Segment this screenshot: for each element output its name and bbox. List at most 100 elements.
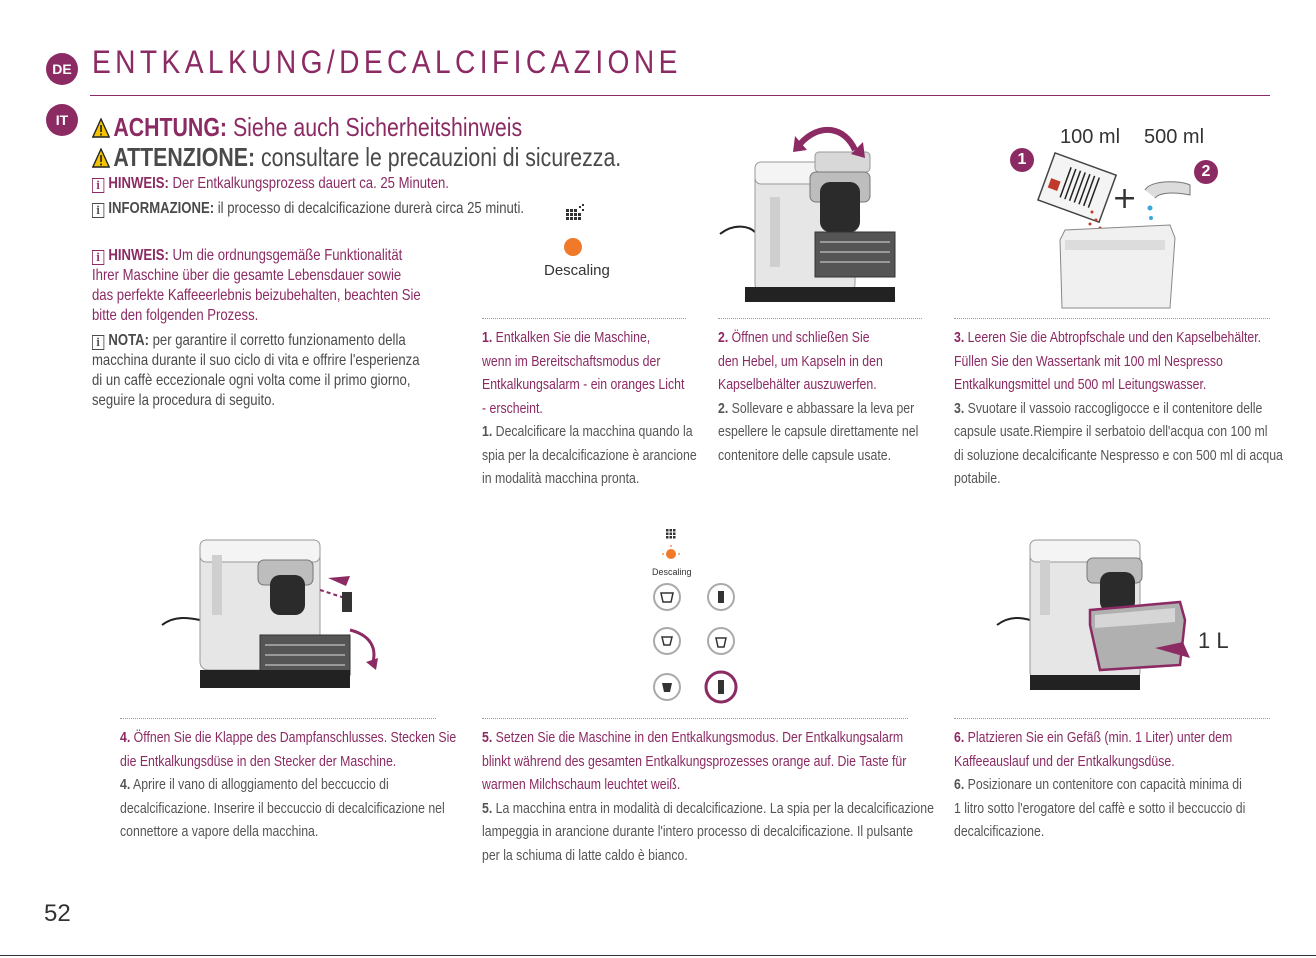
- step-de-line: wenn im Bereitschaftsmodus der: [482, 352, 661, 370]
- warning-it-label: ATTENZIONE:: [113, 142, 256, 172]
- intro-it-line: seguire la procedura di seguito.: [92, 392, 276, 409]
- step-number: 2.: [718, 399, 729, 417]
- machine-container-illustration: [996, 539, 1190, 690]
- ml500-label: 500 ml: [1144, 126, 1205, 148]
- title-de: ENTKALKUNG/: [92, 44, 340, 80]
- water-tank-illustration: +: [1036, 151, 1191, 309]
- note-de-text: Der Entkalkungsprozess dauert ca. 25 Min…: [168, 175, 449, 192]
- step-it-line: lampeggia in arancione durante l'intero …: [482, 823, 914, 840]
- intro-de-line: Ihrer Maschine über die gesamte Lebensda…: [92, 267, 402, 284]
- separator: [954, 318, 1270, 319]
- descaling-label: Descaling: [544, 262, 610, 279]
- note-it-text: il processo di decalcificazione durerà c…: [214, 200, 524, 217]
- info-icon: i: [92, 335, 105, 350]
- warning-it-text: consultare le precauzioni di sicurezza.: [255, 142, 622, 172]
- separator: [482, 318, 686, 319]
- descaling-small-label: Descaling: [652, 567, 692, 577]
- page-number: 52: [44, 900, 71, 927]
- step-it-line: Aprire il vano di alloggiamento del becc…: [130, 776, 389, 793]
- step-it-line: spia per la decalcificazione è arancione: [482, 446, 697, 464]
- intro-de-label: HINWEIS:: [108, 247, 169, 264]
- separator: [120, 718, 436, 719]
- page-title: ENTKALKUNG/DECALCIFICAZIONE: [92, 44, 682, 81]
- lang-badge-it: IT: [46, 104, 78, 136]
- title-it: DECALCIFICAZIONE: [339, 44, 682, 80]
- step-de-line: Platzieren Sie ein Gefäß (min. 1 Liter) …: [964, 729, 1233, 746]
- info-icon: i: [92, 178, 105, 193]
- intro-it-line: di un caffè eccezionale ogni volta come …: [92, 372, 411, 389]
- step-3-text: 3. Leeren Sie die Abtropfschale und den …: [954, 326, 1283, 491]
- step-de-line: Leeren Sie die Abtropfschale und den Kap…: [964, 329, 1262, 346]
- step-de-line: die Entkalkungsdüse in den Stecker der M…: [120, 752, 397, 770]
- step-number: 6.: [954, 729, 965, 746]
- intro-it-label: NOTA:: [108, 332, 149, 349]
- step-de-line: Entkalken Sie die Maschine,: [492, 329, 651, 346]
- machine-steam-connector-illustration: [161, 539, 378, 688]
- info-icon: i: [92, 250, 105, 265]
- step-it-line: in modalità macchina pronta.: [482, 470, 640, 487]
- step-number: 2.: [718, 329, 729, 346]
- step-4-text: 4. Öffnen Sie die Klappe des Dampfanschl…: [120, 726, 456, 844]
- warning-it: ATTENZIONE: consultare le precauzioni di…: [91, 142, 622, 173]
- step-de-line: Entkalkungsalarm - ein oranges Licht: [482, 376, 685, 393]
- step-it-line: capsule usate.Riempire il serbatoio dell…: [954, 423, 1268, 440]
- step-de-line: warmen Milchschaum leuchtet weiß.: [482, 776, 681, 793]
- lungo-cup-icon: [653, 673, 681, 701]
- step-it-line: di soluzione decalcificante Nespresso e …: [954, 446, 1283, 464]
- title-divider: [90, 95, 1270, 96]
- step-it-line: Sollevare e abbassare la leva per: [728, 399, 915, 417]
- warning-de: ACHTUNG: Siehe auch Sicherheitshinweis: [91, 112, 523, 143]
- intro-de-line: Um die ordnungsgemäße Funktionalität: [168, 247, 403, 264]
- separator: [954, 718, 1270, 719]
- step-it-line: 1 litro sotto l'erogatore del caffè e so…: [954, 799, 1246, 817]
- descaling-indicator-icon: [564, 204, 584, 256]
- number-badge-1: 1: [1010, 148, 1034, 172]
- cappuccino-cup-icon: [707, 627, 735, 655]
- step-number: 3.: [954, 399, 965, 417]
- descaling-blinking-icon: [662, 529, 680, 559]
- footer-divider: [0, 955, 1316, 956]
- step-number: 4.: [120, 776, 131, 793]
- liter-label: 1 L: [1198, 628, 1229, 653]
- step-de-line: - erscheint.: [482, 399, 543, 417]
- step-number: 4.: [120, 729, 131, 746]
- warning-de-label: ACHTUNG:: [113, 112, 228, 142]
- step-it-line: Posizionare un contenitore con capacità …: [964, 776, 1242, 793]
- info-icon: i: [92, 203, 105, 218]
- step-2-text: 2. Öffnen und schließen Sie den Hebel, u…: [718, 326, 918, 467]
- step-number: 3.: [954, 329, 965, 346]
- step-it-line: decalcificazione.: [954, 823, 1045, 840]
- intro-it-line: macchina durante il suo ciclo di vita e …: [92, 352, 420, 369]
- ristretto-cup-icon: [653, 583, 681, 611]
- milk-froth-button-icon[interactable]: [704, 670, 738, 704]
- warning-icon: [91, 117, 111, 138]
- step-it-line: Decalcificare la macchina quando la: [492, 423, 693, 440]
- step-it-line: Svuotare il vassoio raccogligocce e il c…: [964, 399, 1263, 417]
- espresso-cup-icon: [653, 627, 681, 655]
- step-1-text: 1. Entkalken Sie die Maschine, wenn im B…: [482, 326, 697, 491]
- latte-glass-icon: [707, 583, 735, 611]
- step-it-line: potabile.: [954, 470, 1001, 487]
- svg-text:+: +: [1112, 181, 1137, 216]
- step-number: 6.: [954, 776, 965, 793]
- separator: [482, 718, 908, 719]
- step-it-line: La macchina entra in modalità di decalci…: [492, 799, 934, 817]
- separator: [718, 318, 922, 319]
- step-it-line: espellere le capsule direttamente nel: [718, 423, 919, 440]
- warning-de-text: Siehe auch Sicherheitshinweis: [227, 112, 523, 142]
- warning-icon: [91, 147, 111, 168]
- step-de-line: Setzen Sie die Maschine in den Entkalkun…: [492, 729, 904, 746]
- step-it-line: contenitore delle capsule usate.: [718, 446, 892, 464]
- machine-lever-illustration: [719, 126, 896, 302]
- step-de-line: Füllen Sie den Wassertank mit 100 ml Nes…: [954, 352, 1223, 370]
- note-de-label: HINWEIS:: [108, 175, 169, 192]
- intro-it-line: per garantire il corretto funzionamento …: [148, 332, 406, 349]
- step-6-text: 6. Platzieren Sie ein Gefäß (min. 1 Lite…: [954, 726, 1245, 844]
- intro-de-line: bitte den folgenden Prozess.: [92, 307, 259, 324]
- step-number: 5.: [482, 729, 493, 746]
- step-number: 5.: [482, 799, 493, 817]
